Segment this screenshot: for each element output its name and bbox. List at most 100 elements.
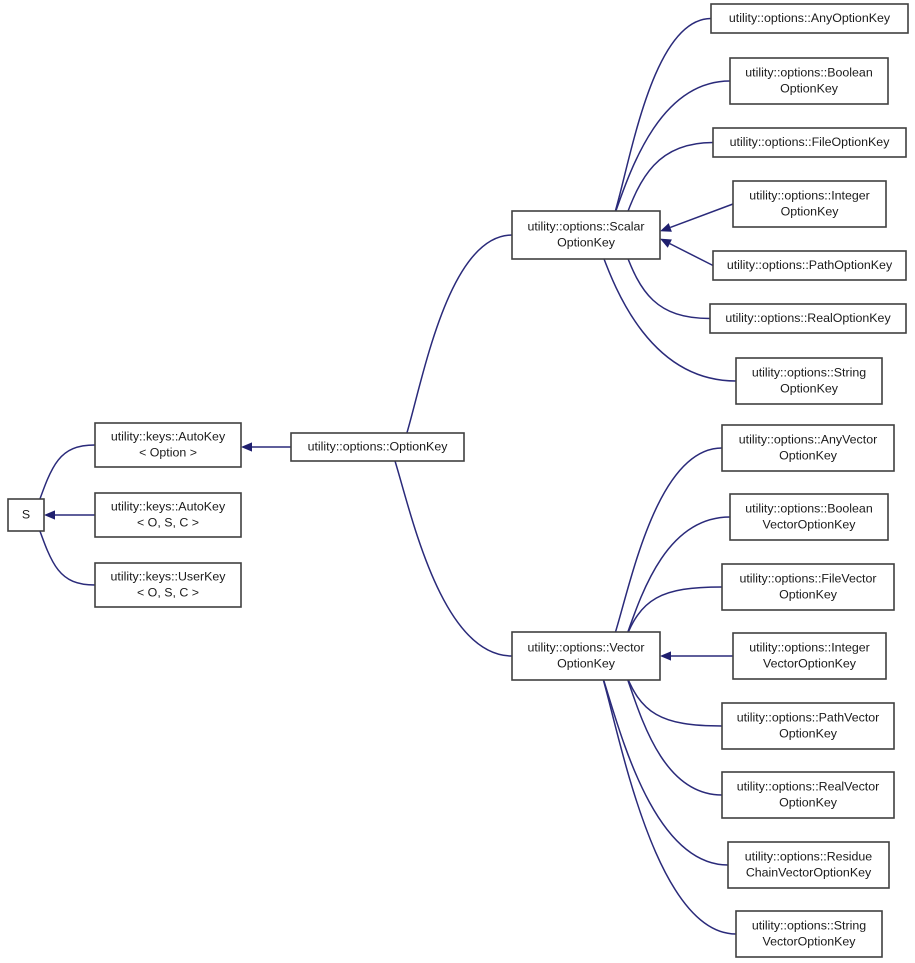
class-node-label: utility::keys::UserKey bbox=[111, 569, 227, 583]
class-node-box[interactable] bbox=[710, 3, 909, 34]
class-node-label: OptionKey bbox=[780, 381, 839, 395]
class-node-label: OptionKey bbox=[557, 235, 616, 249]
edge-arrowhead bbox=[44, 510, 55, 520]
class-node-label: < Option > bbox=[139, 445, 197, 459]
class-node-s[interactable]: S bbox=[7, 498, 45, 532]
class-node-label: utility::options::PathOptionKey bbox=[727, 258, 893, 272]
class-node-label: utility::options::Boolean bbox=[745, 65, 873, 79]
inheritance-edge-stringvec-to-vector bbox=[595, 668, 737, 935]
edge-line bbox=[390, 449, 513, 657]
edge-line bbox=[623, 516, 731, 644]
class-node-label: OptionKey bbox=[779, 795, 838, 809]
class-node-label: utility::options::Boolean bbox=[745, 501, 873, 515]
class-node-path[interactable]: utility::options::PathOptionKey bbox=[712, 250, 907, 281]
class-node-box[interactable] bbox=[721, 702, 895, 750]
class-node-box[interactable] bbox=[712, 250, 907, 281]
class-node-label: OptionKey bbox=[779, 587, 838, 601]
class-node-label: utility::options::OptionKey bbox=[308, 439, 449, 453]
class-node-file[interactable]: utility::options::FileOptionKey bbox=[712, 127, 907, 158]
edge-line bbox=[670, 203, 734, 229]
class-node-real[interactable]: utility::options::RealOptionKey bbox=[709, 303, 907, 334]
class-node-box[interactable] bbox=[290, 432, 465, 462]
class-node-residuevec[interactable]: utility::options::ResidueChainVectorOpti… bbox=[727, 841, 890, 889]
inheritance-edge-boolvec-to-vector bbox=[619, 516, 731, 644]
class-node-box[interactable] bbox=[732, 632, 887, 680]
class-node-box[interactable] bbox=[511, 210, 661, 260]
class-node-label: OptionKey bbox=[780, 81, 839, 95]
inheritance-edge-realvec-to-vector bbox=[619, 668, 723, 796]
class-node-optionkey[interactable]: utility::options::OptionKey bbox=[290, 432, 465, 462]
class-node-box[interactable] bbox=[727, 841, 890, 889]
edge-line bbox=[611, 447, 723, 644]
class-node-box[interactable] bbox=[94, 422, 242, 468]
class-node-label: utility::options::Integer bbox=[749, 640, 870, 654]
class-node-box[interactable] bbox=[709, 303, 907, 334]
class-node-any[interactable]: utility::options::AnyOptionKey bbox=[710, 3, 909, 34]
class-node-box[interactable] bbox=[729, 493, 889, 541]
edge-arrowhead bbox=[660, 223, 672, 232]
class-node-label: utility::keys::AutoKey bbox=[111, 499, 226, 513]
class-node-label: utility::options::Vector bbox=[527, 640, 644, 654]
class-node-label: utility::options::Scalar bbox=[527, 219, 644, 233]
class-node-label: utility::options::String bbox=[752, 365, 866, 379]
class-node-box[interactable] bbox=[712, 127, 907, 158]
class-node-label: VectorOptionKey bbox=[763, 656, 857, 670]
edge-arrowhead bbox=[660, 651, 671, 661]
class-node-label: utility::options::Integer bbox=[749, 188, 870, 202]
inheritance-edge-anyvec-to-vector bbox=[607, 447, 723, 644]
class-node-box[interactable] bbox=[729, 57, 889, 105]
class-node-autokey-option[interactable]: utility::keys::AutoKey< Option > bbox=[94, 422, 242, 468]
class-node-userkey-osc[interactable]: utility::keys::UserKey< O, S, C > bbox=[94, 562, 242, 608]
class-node-label: < O, S, C > bbox=[137, 585, 199, 599]
class-node-vector[interactable]: utility::options::VectorOptionKey bbox=[511, 631, 661, 681]
edge-layer bbox=[31, 17, 737, 935]
class-node-box[interactable] bbox=[94, 492, 242, 538]
class-node-label: VectorOptionKey bbox=[763, 517, 857, 531]
edge-line bbox=[669, 242, 714, 267]
edge-line bbox=[623, 668, 723, 727]
edge-line bbox=[402, 234, 513, 445]
class-node-label: utility::options::PathVector bbox=[737, 710, 880, 724]
class-node-box[interactable] bbox=[735, 357, 883, 405]
class-node-box[interactable] bbox=[511, 631, 661, 681]
edge-line bbox=[623, 247, 711, 320]
class-node-label: OptionKey bbox=[779, 726, 838, 740]
inheritance-edge-residuevec-to-vector bbox=[595, 668, 729, 866]
edge-line bbox=[599, 668, 737, 935]
class-node-box[interactable] bbox=[735, 910, 883, 958]
class-node-box[interactable] bbox=[7, 498, 45, 532]
class-node-label: utility::options::RealOptionKey bbox=[725, 311, 891, 325]
class-node-label: OptionKey bbox=[779, 448, 838, 462]
class-node-label: utility::options::Residue bbox=[745, 849, 873, 863]
class-node-box[interactable] bbox=[732, 180, 887, 228]
inheritance-edge-intvec-to-vector bbox=[660, 651, 733, 661]
class-node-box[interactable] bbox=[721, 424, 895, 472]
class-node-label: VectorOptionKey bbox=[763, 934, 857, 948]
class-node-label: S bbox=[22, 507, 30, 521]
edge-arrowhead bbox=[241, 442, 252, 452]
edge-line bbox=[623, 586, 723, 644]
class-node-box[interactable] bbox=[721, 563, 895, 611]
class-node-label: utility::keys::AutoKey bbox=[111, 429, 226, 443]
class-node-autokey-osc[interactable]: utility::keys::AutoKey< O, S, C > bbox=[94, 492, 242, 538]
class-node-box[interactable] bbox=[94, 562, 242, 608]
class-node-label: OptionKey bbox=[557, 656, 616, 670]
edge-line bbox=[599, 668, 729, 866]
edge-line bbox=[611, 80, 731, 223]
inheritance-edge-boolean-to-scalar bbox=[607, 80, 731, 223]
inheritance-edge-path-to-scalar bbox=[660, 238, 714, 267]
class-node-label: utility::options::AnyVector bbox=[739, 432, 877, 446]
class-node-box[interactable] bbox=[721, 771, 895, 819]
